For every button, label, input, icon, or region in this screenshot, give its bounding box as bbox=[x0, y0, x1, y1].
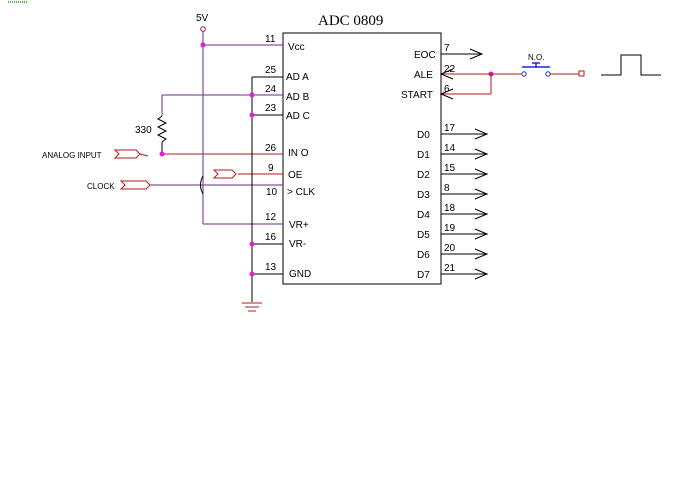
pin-number-start: 6 bbox=[444, 84, 450, 95]
pin-number-adc: 23 bbox=[265, 103, 277, 114]
chip-body bbox=[282, 32, 442, 285]
eoc-arrow bbox=[469, 48, 484, 60]
pin-name-vcc: Vcc bbox=[288, 42, 305, 53]
junction-dots bbox=[159, 42, 494, 277]
switch-label: N.O. bbox=[528, 53, 544, 62]
pin-name-d0: D0 bbox=[417, 130, 430, 141]
pin-name-in0: IN O bbox=[288, 148, 309, 159]
pin-number-vcc: 11 bbox=[265, 34, 276, 45]
pin-name-d3: D3 bbox=[417, 190, 430, 201]
pin-name-start: START bbox=[401, 90, 433, 101]
pin-number-ale: 22 bbox=[444, 64, 456, 75]
analog-input-label: ANALOG INPUT bbox=[42, 151, 102, 160]
pin-number-d1: 14 bbox=[444, 143, 456, 154]
pin-name-adc: AD C bbox=[286, 111, 310, 122]
clock-crossover bbox=[200, 175, 204, 195]
pin-name-d7: D7 bbox=[417, 270, 430, 281]
resistor-icon bbox=[156, 115, 168, 143]
pin-name-clk: > CLK bbox=[287, 187, 315, 198]
pin-name-ale: ALE bbox=[414, 70, 433, 81]
pin-number-vrplus: 12 bbox=[265, 212, 277, 223]
pin-number-d2: 15 bbox=[444, 163, 456, 174]
pin-name-d1: D1 bbox=[417, 150, 430, 161]
pin-name-d6: D6 bbox=[417, 250, 430, 261]
pin-name-eoc: EOC bbox=[414, 50, 436, 61]
analog-input-connector-icon bbox=[113, 149, 141, 159]
switch-terminal bbox=[578, 70, 585, 77]
push-switch-icon bbox=[521, 62, 551, 77]
pin-number-eoc: 7 bbox=[444, 43, 450, 54]
left-pin-wires bbox=[150, 44, 283, 275]
pin-name-vrminus: VR- bbox=[289, 239, 306, 250]
pin-number-ada: 25 bbox=[265, 65, 277, 76]
pin-name-gnd: GND bbox=[289, 269, 311, 280]
pin-number-clk: 10 bbox=[266, 187, 278, 198]
clock-label: CLOCK bbox=[87, 182, 115, 191]
pin-number-d6: 20 bbox=[444, 243, 456, 254]
supply-label: 5V bbox=[196, 13, 209, 24]
resistor-label: 330 bbox=[135, 125, 152, 136]
pin-name-d4: D4 bbox=[417, 210, 430, 221]
pin-number-d3: 8 bbox=[444, 183, 450, 194]
pin-number-gnd: 13 bbox=[265, 262, 277, 273]
chip-title: ADC 0809 bbox=[318, 13, 383, 29]
pin-name-oe: OE bbox=[288, 170, 303, 181]
ale-arrow bbox=[439, 68, 454, 80]
pin-number-oe: 9 bbox=[268, 163, 274, 174]
pin-number-d4: 18 bbox=[444, 203, 456, 214]
pin-number-d7: 21 bbox=[444, 263, 456, 274]
pin-number-vrminus: 16 bbox=[265, 232, 277, 243]
analog-input-lead bbox=[139, 153, 149, 157]
data-output-lines bbox=[441, 128, 489, 280]
clock-connector-icon bbox=[119, 180, 151, 190]
ground-icon bbox=[242, 302, 262, 312]
pulse-waveform-icon bbox=[601, 54, 661, 76]
pin-number-d5: 19 bbox=[444, 223, 456, 234]
pin-name-d5: D5 bbox=[417, 230, 430, 241]
supply-terminal bbox=[200, 26, 206, 32]
start-arrow bbox=[439, 88, 454, 100]
pin-number-d0: 17 bbox=[444, 123, 456, 134]
pin-number-in0: 26 bbox=[265, 143, 277, 154]
pin-name-vrplus: VR+ bbox=[289, 220, 309, 231]
pin-name-d2: D2 bbox=[417, 170, 430, 181]
pin-name-adb: AD B bbox=[286, 92, 310, 103]
oe-connector-icon bbox=[212, 169, 237, 179]
pin-name-ada: AD A bbox=[286, 72, 309, 83]
pin-number-adb: 24 bbox=[265, 84, 277, 95]
